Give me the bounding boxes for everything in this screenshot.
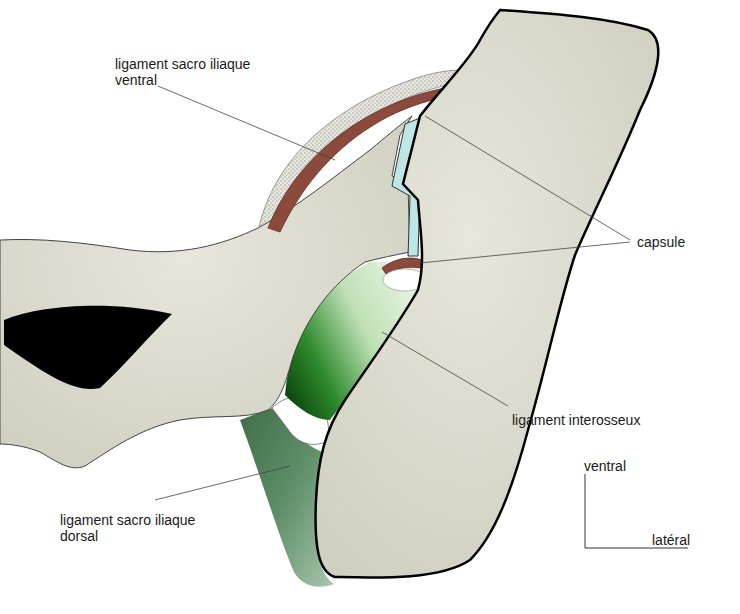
leader-line [158,86,335,160]
ilium [316,10,659,578]
structure-label: ligament interosseux [512,412,712,428]
structure-label: ligament sacro iliaque dorsal [60,512,230,544]
structure-label: capsule [637,234,732,250]
axis-label: ventral [584,458,674,474]
leader-lines [155,86,630,500]
sacral-foramen [4,306,172,389]
axis-line [585,474,586,548]
leader-line [382,332,508,406]
axis-label: latéral [652,532,732,548]
leader-line [155,466,290,500]
structure-label: ligament sacro iliaque ventral [115,56,285,88]
leader-line [420,242,630,263]
leader-line [425,116,630,240]
